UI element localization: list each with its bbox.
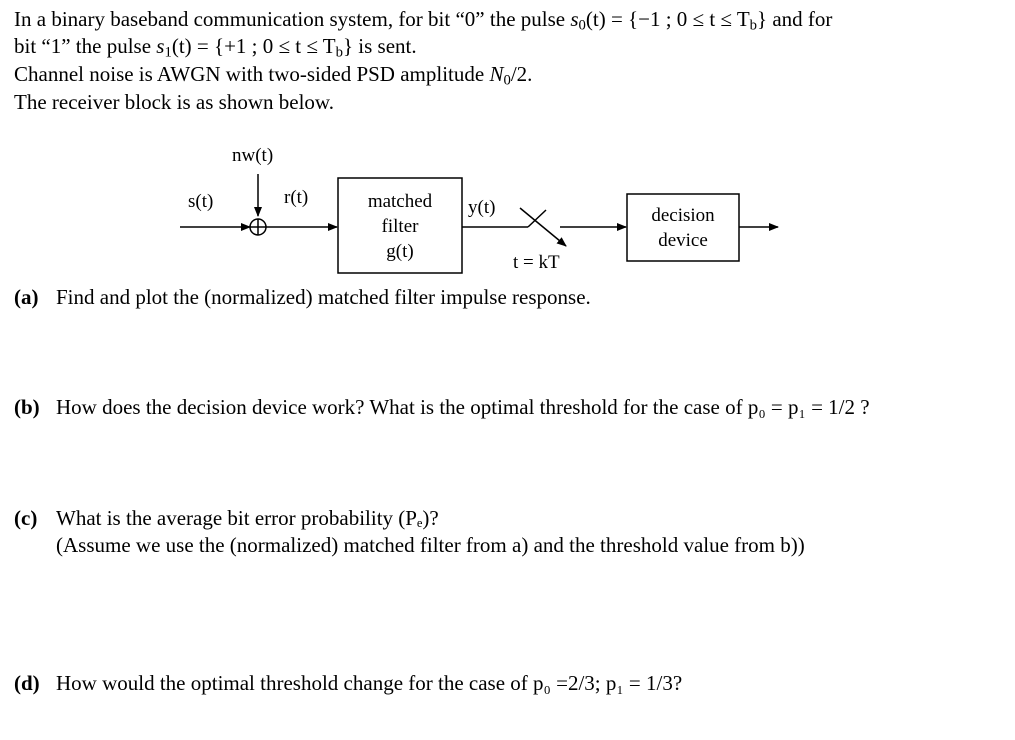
filter-label-2: filter <box>382 216 420 237</box>
n0-symbol: N <box>489 62 504 86</box>
intro-line-3: Channel noise is AWGN with two-sided PSD… <box>14 62 533 89</box>
s0-symbol: s <box>570 7 579 31</box>
question-text-continued: (Assume we use the (normalized) matched … <box>56 533 805 557</box>
intro-line-1: In a binary baseband communication syste… <box>14 7 833 34</box>
sampler-switch-blade <box>527 209 547 228</box>
intro-line-4: The receiver block is as shown below. <box>14 90 334 114</box>
question-label: (a) <box>14 285 39 309</box>
question-label: (b) <box>14 395 40 419</box>
question-a: (a) Find and plot the (normalized) matche… <box>14 284 591 310</box>
filter-label-1: matched <box>368 191 433 212</box>
question-d: (d) How would the optimal threshold chang… <box>14 670 682 696</box>
received-label: r(t) <box>284 187 308 208</box>
question-text: How does the decision device work? What … <box>56 395 870 419</box>
question-text: What is the average bit error probabilit… <box>56 506 439 530</box>
s1-symbol: s <box>156 34 165 58</box>
question-label: (d) <box>14 671 40 695</box>
sample-time-label: t = kT <box>513 252 560 273</box>
question-c: (c) What is the average bit error probabi… <box>14 505 439 531</box>
decision-label-2: device <box>658 230 708 251</box>
noise-label: nw(t) <box>232 145 273 166</box>
matched-filter-box <box>337 177 463 274</box>
question-text: Find and plot the (normalized) matched f… <box>56 285 591 309</box>
input-label: s(t) <box>188 191 213 212</box>
question-label: (c) <box>14 506 38 530</box>
question-c-note: (Assume we use the (normalized) matched … <box>14 532 805 558</box>
output-label: y(t) <box>468 197 495 218</box>
filter-label-3: g(t) <box>386 241 413 262</box>
sampler-switch-arm <box>519 207 567 247</box>
question-text: How would the optimal threshold change f… <box>56 671 683 695</box>
intro-line-2: bit “1” the pulse s1(t) = {+1 ; 0 ≤ t ≤ … <box>14 34 417 61</box>
question-b: (b) How does the decision device work? Wh… <box>14 394 870 420</box>
decision-label-1: decision <box>651 205 715 226</box>
receiver-block-diagram: nw(t) s(t) r(t) matched filter g(t) y(t)… <box>180 145 779 274</box>
